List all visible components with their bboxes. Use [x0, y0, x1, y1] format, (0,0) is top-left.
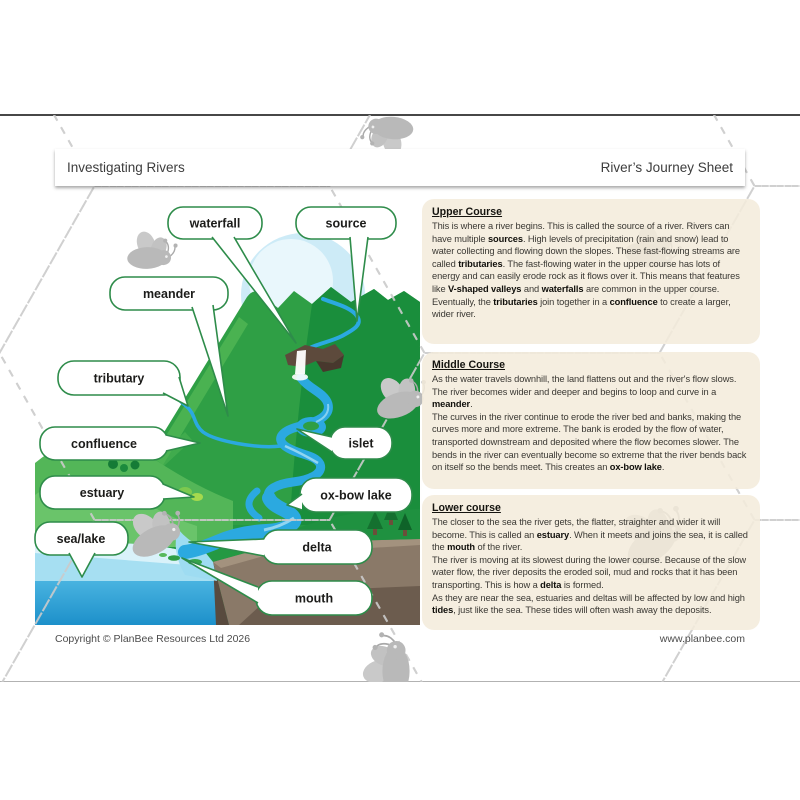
sheet-topic-title: Investigating Rivers — [67, 160, 185, 175]
page-bottom-border — [0, 681, 800, 682]
paragraph: The river is moving at its slowest durin… — [432, 554, 747, 590]
islet-island — [303, 421, 319, 431]
upper-course-body: This is where a river begins. This is ca… — [432, 220, 750, 321]
lower-course-body: The closer to the sea the river gets, th… — [432, 516, 750, 617]
website-text: www.planbee.com — [659, 633, 745, 645]
river-journey-diagram — [35, 233, 420, 625]
lower-course-panel: Lower course The closer to the sea the r… — [422, 495, 760, 630]
paragraph: As they are near the sea, estuaries and … — [432, 592, 745, 616]
middle-course-body: As the water travels downhill, the land … — [432, 373, 750, 474]
middle-course-heading: Middle Course — [432, 359, 505, 371]
upper-course-panel: Upper Course This is where a river begin… — [422, 199, 760, 344]
sheet-name-title: River’s Journey Sheet — [600, 160, 733, 175]
middle-course-panel: Middle Course As the water travels downh… — [422, 352, 760, 489]
paragraph: As the water travels downhill, the land … — [432, 374, 737, 410]
header-bar: Investigating Rivers River’s Journey She… — [55, 149, 745, 186]
paragraph: The curves in the river continue to erod… — [432, 411, 747, 473]
upper-course-heading: Upper Course — [432, 206, 503, 218]
copyright-text: Copyright © PlanBee Resources Ltd 2026 — [55, 633, 251, 645]
lower-course-heading: Lower course — [432, 502, 501, 514]
paragraph: The closer to the sea the river gets, th… — [432, 517, 748, 553]
paragraph: Eventually, the tributaries join togethe… — [432, 296, 731, 320]
paragraph: This is where a river begins. This is ca… — [432, 221, 740, 294]
page-top-border — [0, 114, 800, 116]
